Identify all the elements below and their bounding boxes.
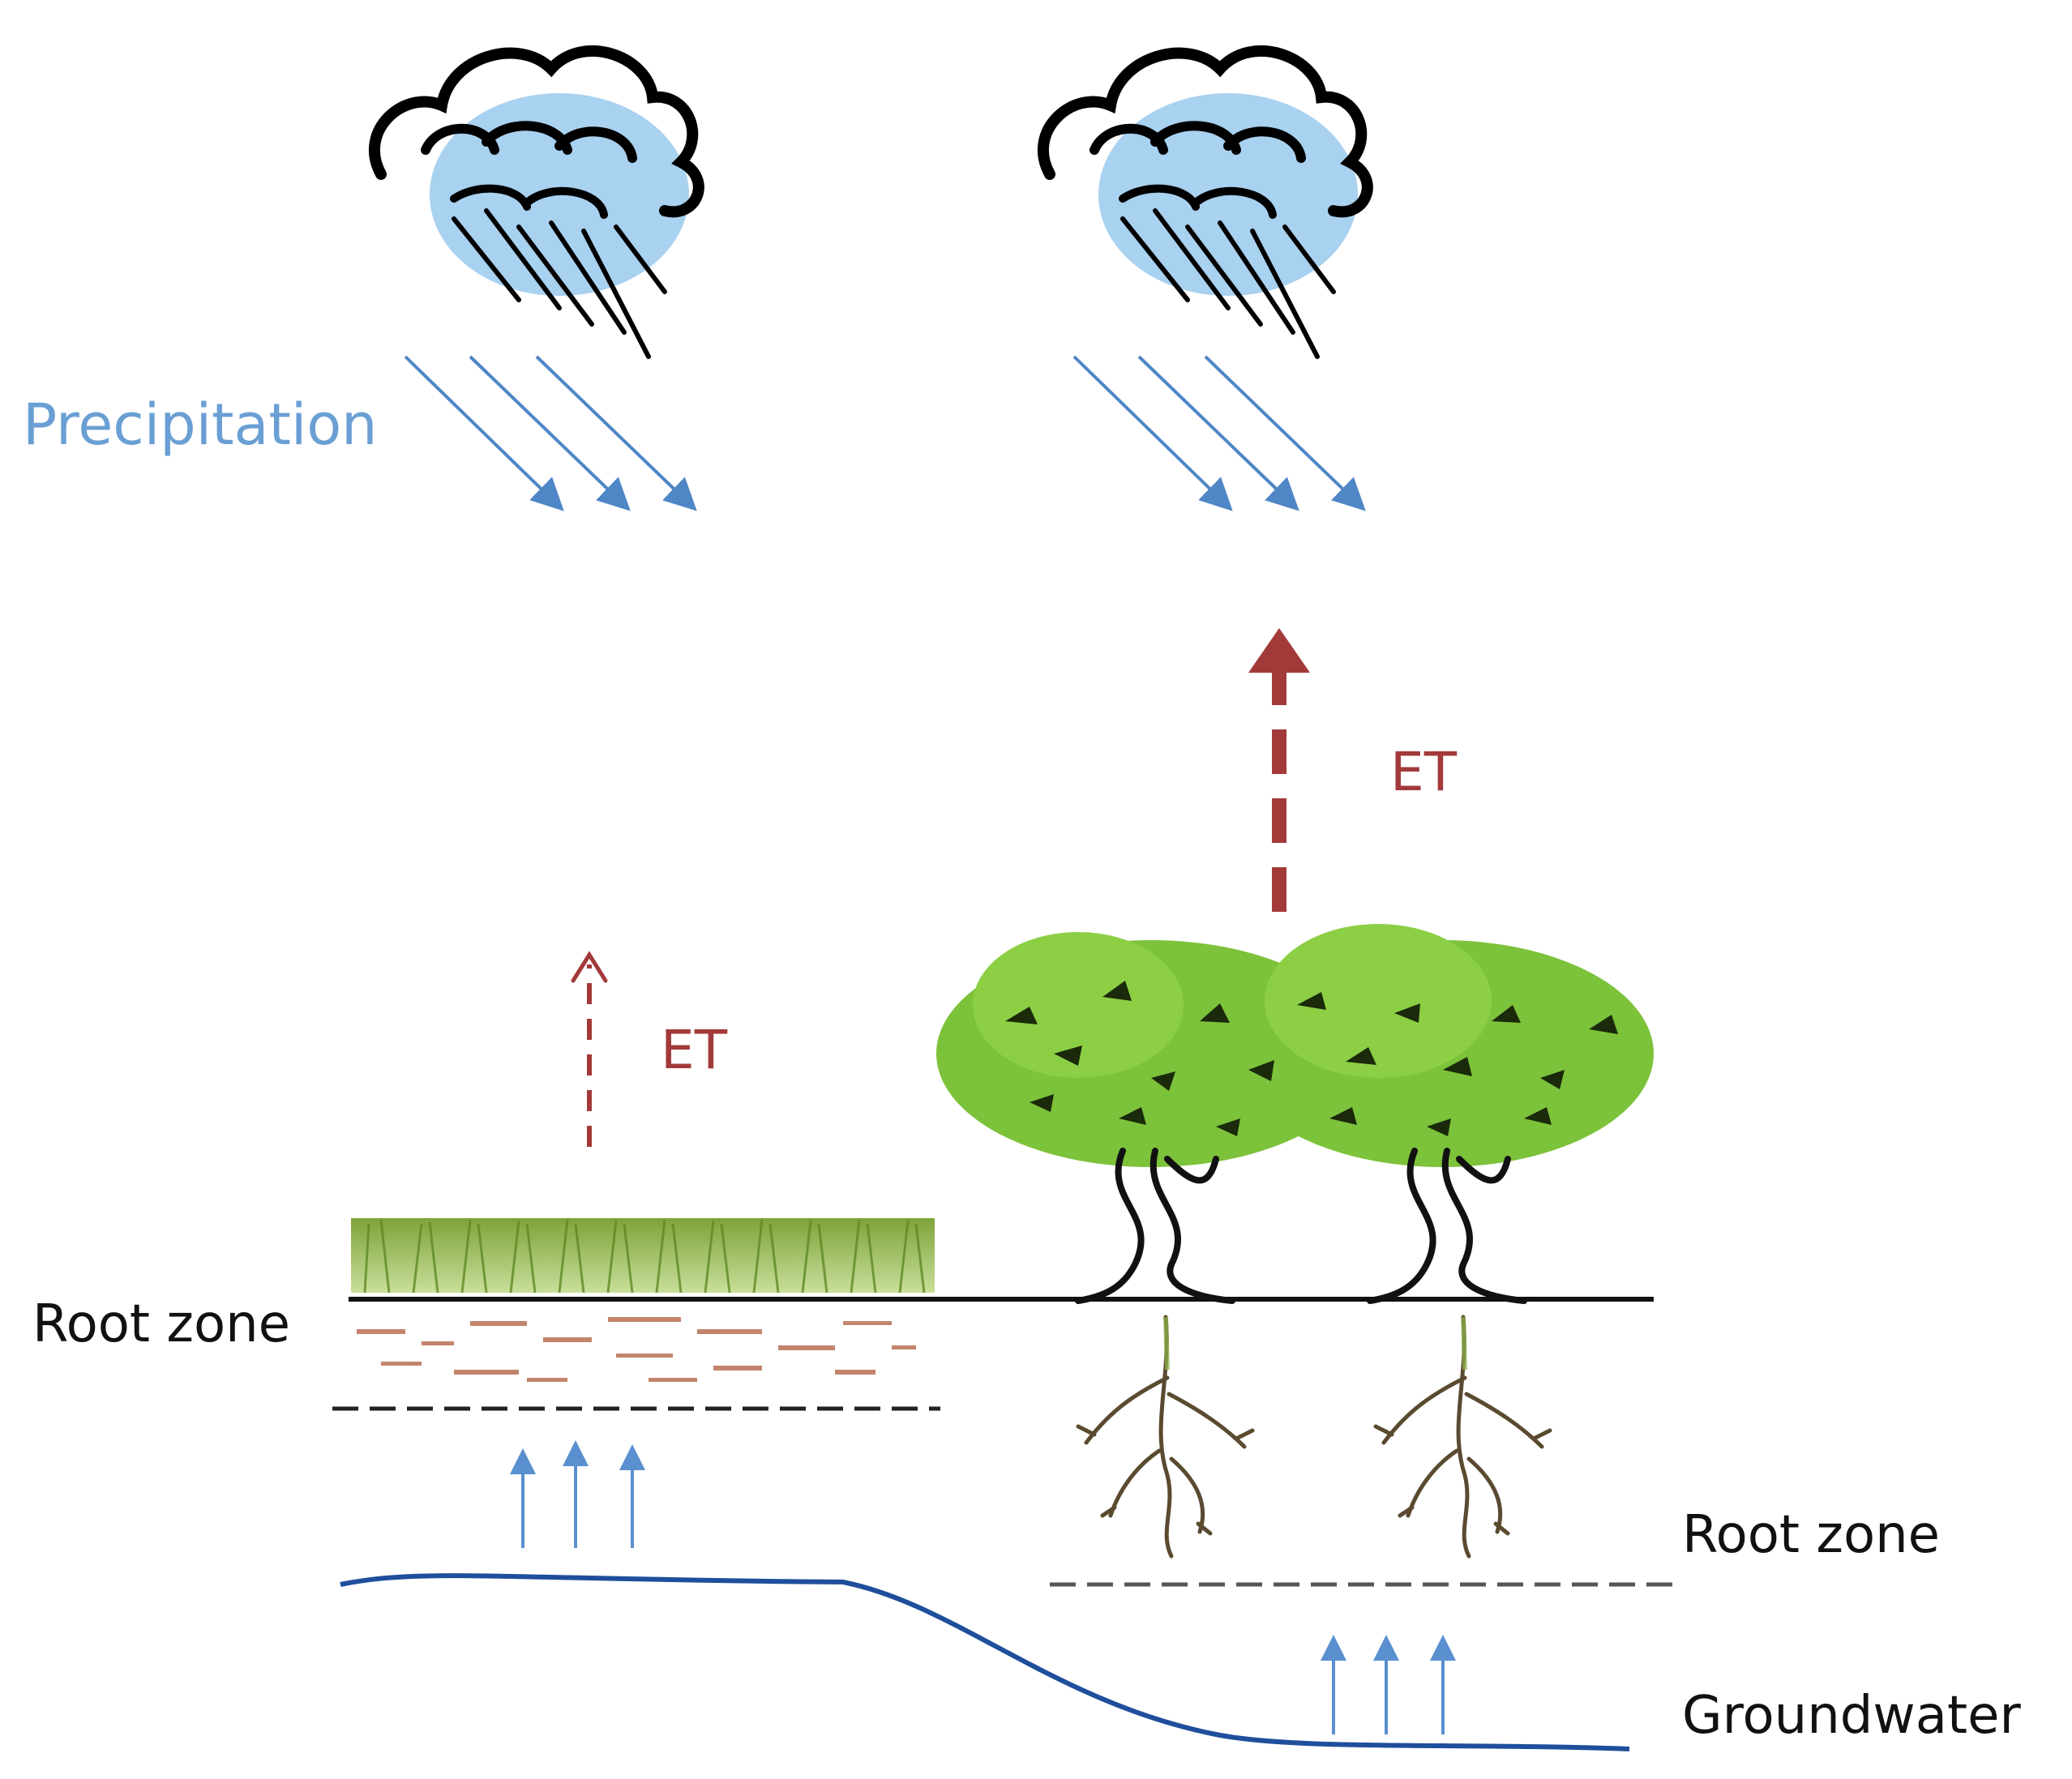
precipitation-label: Precipitation (23, 391, 378, 458)
capillary-rise-arrows-left (510, 1440, 645, 1548)
groundwater-label: Groundwater (1682, 1686, 2021, 1746)
tree-trunk-left-icon (1075, 1148, 1235, 1304)
root-zone-label-right: Root zone (1682, 1505, 1940, 1565)
tree-roots-tint (1163, 1316, 1467, 1371)
rain-cloud-left-icon (369, 45, 704, 359)
rain-cloud-right-icon (1038, 45, 1373, 359)
rain-arrows-right (1072, 355, 1366, 511)
et-label-right: ET (1390, 741, 1458, 803)
et-label-left: ET (661, 1019, 728, 1081)
capillary-rise-arrows-right (1321, 1635, 1456, 1734)
groundwater-table-line (340, 1573, 1630, 1751)
rain-arrows-left (404, 355, 697, 511)
et-arrow-right (1248, 628, 1310, 912)
soil-texture (357, 1317, 916, 1382)
tree-canopy-icon (936, 924, 1654, 1167)
et-arrow-left (571, 951, 608, 1147)
root-zone-label-left: Root zone (32, 1294, 290, 1354)
tree-trunk-right-icon (1367, 1148, 1527, 1304)
grass-icon (351, 1218, 935, 1294)
